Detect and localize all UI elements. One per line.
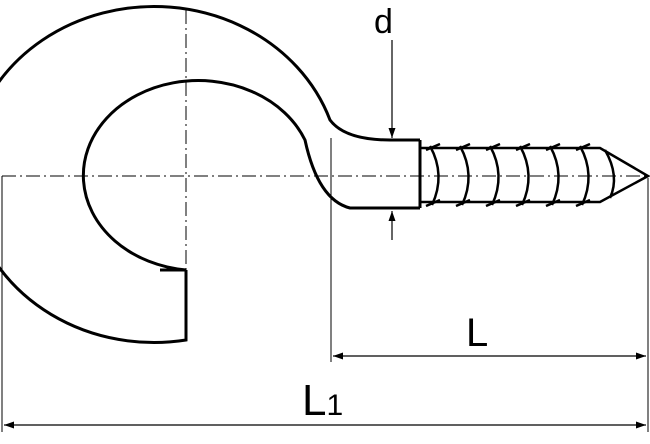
L1-label-subscript: 1	[326, 389, 343, 422]
hook-outer-contour	[0, 5, 420, 344]
L1-label-main: L	[302, 376, 326, 425]
hook-inner-contour	[81, 79, 420, 272]
L1-label: L1	[302, 376, 343, 425]
d-label: d	[374, 3, 393, 41]
thread-section	[420, 142, 650, 208]
L-label: L	[466, 311, 488, 355]
